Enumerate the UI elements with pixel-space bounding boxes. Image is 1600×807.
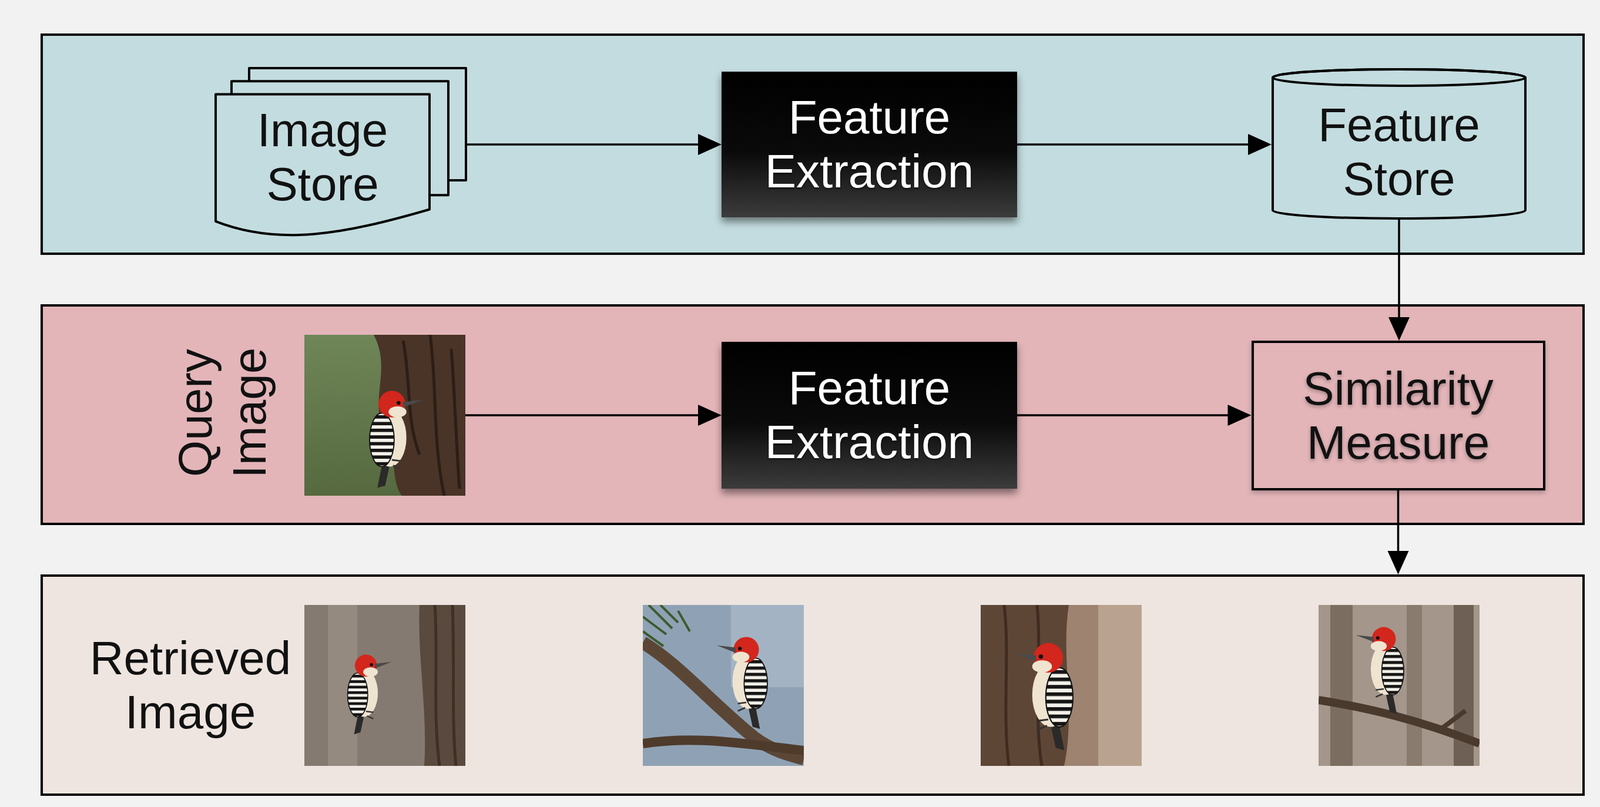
- photo-clip: [980, 605, 1142, 767]
- bark-lines: [403, 334, 460, 496]
- swimlane-band: Query Image Feature Extraction Similarity …: [40, 304, 1585, 526]
- label-holder: Similarity Measure: [1253, 343, 1544, 489]
- blurred-trunk: [1098, 605, 1142, 767]
- blurred-trunk: [1406, 605, 1422, 767]
- query-band-fill: [40, 304, 1585, 526]
- label-holder: Query Image: [168, 324, 277, 502]
- flow-arrow: [1017, 133, 1272, 156]
- node-label: Retrieved Image: [81, 631, 300, 740]
- blurred-trunk: [1330, 605, 1353, 767]
- node-label: Similarity Measure: [1275, 361, 1522, 471]
- bark-lines: [434, 605, 456, 767]
- result-band-fill: [40, 574, 1585, 797]
- query-arrow-head: [698, 404, 722, 427]
- arrow-line: [1397, 490, 1400, 553]
- branch: [642, 740, 804, 751]
- tree-trunk: [418, 605, 466, 767]
- photo-clip: [304, 605, 466, 767]
- node-label: Image Store: [234, 103, 411, 212]
- label-holder: Feature Extraction: [721, 341, 1018, 489]
- woodpecker: [369, 390, 424, 488]
- arrow-head: [1387, 551, 1410, 575]
- database-cylinder: Feature Store: [1271, 68, 1527, 220]
- front-page: [215, 94, 430, 236]
- arrow-head: [1248, 133, 1272, 156]
- cylinder-top: [1272, 69, 1526, 86]
- retrieved-photo: [642, 605, 804, 767]
- swimlane-band: Retrieved Image: [40, 574, 1585, 797]
- woodpecker: [1013, 643, 1073, 751]
- arrow-line: [1017, 143, 1250, 146]
- arrow-head: [1388, 317, 1410, 341]
- label-holder: Retrieved Image: [81, 577, 300, 794]
- process-box: Feature Extraction: [721, 341, 1018, 489]
- woodpecker: [1355, 627, 1404, 715]
- branch: [1318, 700, 1480, 744]
- storage-band: [41, 34, 1584, 254]
- retrieved-photo: [1318, 605, 1480, 767]
- photo-ground: [304, 334, 466, 496]
- photo-ground: [642, 605, 804, 767]
- flow-arrow: [1387, 490, 1410, 575]
- node-label: Query Image: [168, 324, 277, 502]
- label-holder: Feature Extraction: [721, 71, 1018, 218]
- photo-clip: [1318, 605, 1480, 767]
- branch: [642, 642, 804, 760]
- photo-ground: [304, 605, 466, 767]
- node-label: Feature Extraction: [746, 361, 994, 470]
- label-holder: Image Store: [214, 100, 431, 215]
- photo-clip: [304, 334, 466, 496]
- node-label: Feature Store: [1302, 98, 1496, 207]
- flow-arrow: [467, 133, 722, 156]
- arrow-line: [467, 143, 700, 146]
- retrieved-photo: [980, 605, 1142, 767]
- node-label: Feature Extraction: [746, 90, 994, 199]
- arrow-head: [1228, 404, 1252, 427]
- flow-arrow: [1388, 219, 1410, 341]
- arrow-head: [698, 133, 722, 156]
- query-photo: [304, 334, 466, 496]
- woodpecker: [347, 654, 392, 735]
- process-box: Feature Extraction: [721, 71, 1018, 218]
- arrow-line: [1397, 219, 1401, 319]
- flow-arrow: [1017, 404, 1252, 427]
- cylinder-body: [1272, 69, 1526, 219]
- twig: [1441, 710, 1466, 729]
- photo-ground: [980, 605, 1142, 767]
- photo-clip: [642, 605, 804, 767]
- document-stack: Image Store: [214, 64, 468, 243]
- query-arrow-line: [465, 414, 700, 417]
- label-holder: Feature Store: [1271, 84, 1527, 220]
- woodpecker: [716, 636, 768, 730]
- photo-ground: [1318, 605, 1480, 767]
- similarity-box: Similarity Measure: [1251, 340, 1546, 491]
- retrieved-photo: [304, 605, 466, 767]
- arrow-line: [1017, 414, 1230, 417]
